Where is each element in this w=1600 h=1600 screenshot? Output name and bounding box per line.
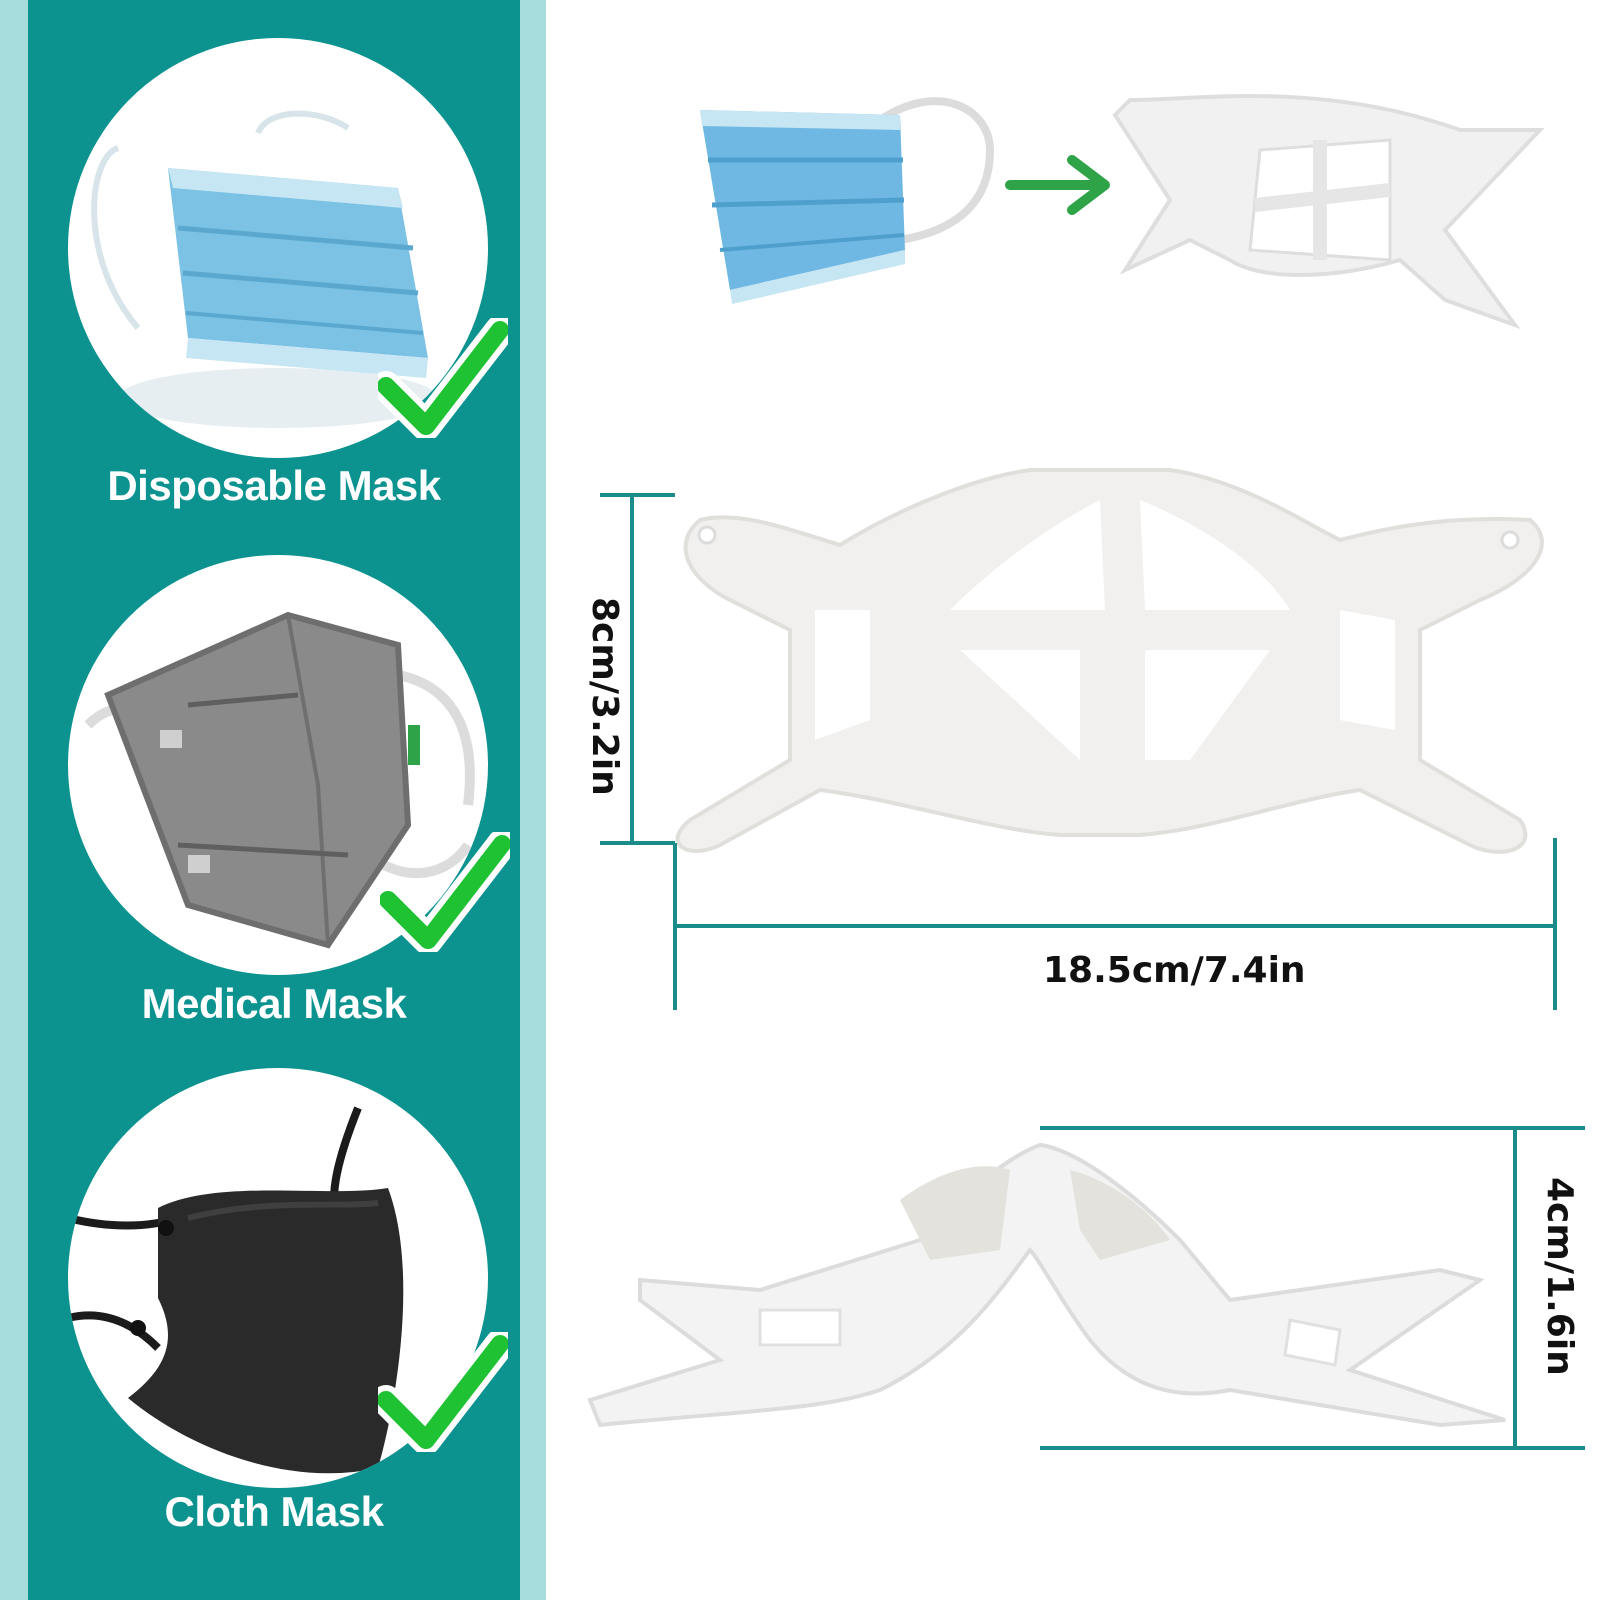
cloth-mask-image <box>68 1106 404 1474</box>
checkmark-icon <box>380 832 510 952</box>
front-bracket-image <box>675 468 1544 854</box>
medical-mask-circle <box>68 555 488 975</box>
height-dimension-line <box>600 493 675 845</box>
disposable-mask-label: Disposable Mask <box>107 462 441 509</box>
side-bracket-image <box>587 1142 1506 1428</box>
small-bracket-image <box>1112 94 1545 330</box>
width-dimension-label: 18.5cm/7.4in <box>1043 950 1306 991</box>
width-dimension-line <box>673 838 1557 1010</box>
disposable-mask-circle <box>68 38 488 458</box>
small-disposable-mask-image <box>700 97 995 304</box>
side-height-dimension-label: 4cm/1.6in <box>1539 1177 1580 1376</box>
side-height-dimension-line <box>1040 1126 1585 1450</box>
cloth-mask-label: Cloth Mask <box>164 1488 384 1535</box>
checkmark-icon <box>378 1332 508 1452</box>
inner-accent-strip <box>520 0 546 1600</box>
mask-bracket-illustration <box>587 94 1585 1450</box>
left-accent-strip <box>0 0 28 1600</box>
green-arrow-icon <box>1005 155 1110 215</box>
medical-mask-label: Medical Mask <box>141 980 407 1027</box>
medical-mask-image <box>84 611 475 949</box>
disposable-mask-image <box>91 110 438 428</box>
height-dimension-label: 8cm/3.2in <box>584 597 625 796</box>
checkmark-icon <box>378 318 508 438</box>
